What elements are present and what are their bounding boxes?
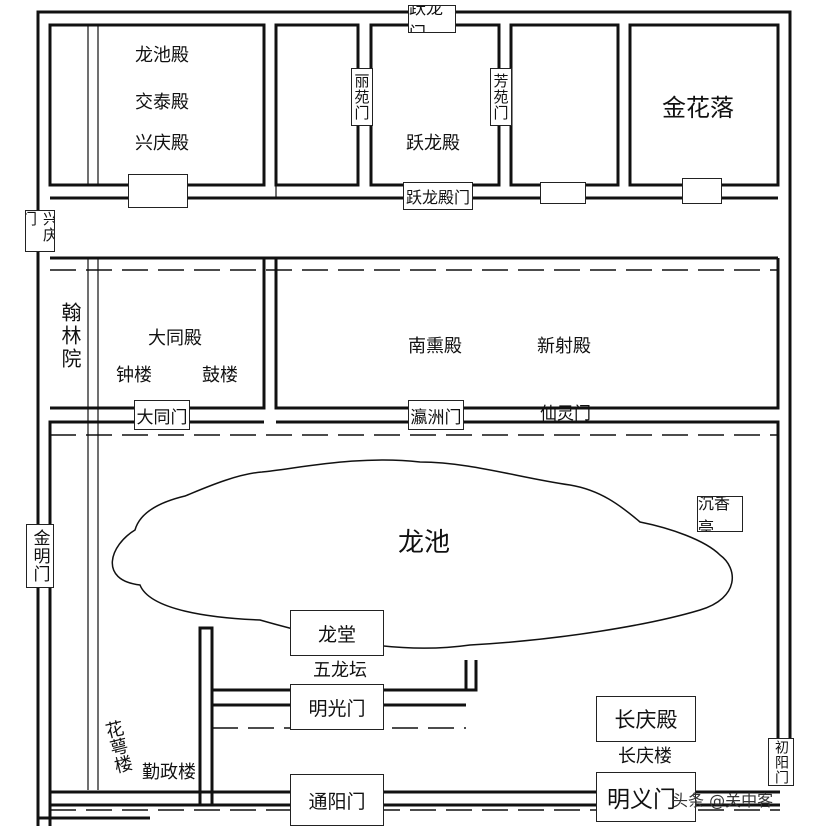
block-nanxun xyxy=(274,258,780,410)
hall-changqing: 长庆殿 xyxy=(596,696,696,742)
bell-tower: 钟楼 xyxy=(116,365,152,386)
inner-court-east xyxy=(464,660,478,692)
gate-jinming: 金明门 xyxy=(26,524,54,588)
gate-xianling: 仙灵门 xyxy=(540,404,591,424)
gate-north-west xyxy=(128,174,188,208)
gate-chuyang: 初阳门 xyxy=(768,738,794,786)
dragon-pond-label: 龙池 xyxy=(398,528,451,558)
hall-nanxun: 南熏殿 xyxy=(408,336,462,357)
gate-north-east xyxy=(540,182,586,204)
gate-mingguang: 明光门 xyxy=(290,684,384,730)
gate-tongyang: 通阳门 xyxy=(290,774,384,826)
inner-court-west xyxy=(198,626,214,805)
hall-jinhualuo: 金花落 xyxy=(662,94,734,122)
hall-xingqing: 兴庆殿 xyxy=(135,133,189,154)
hanlin-academy: 翰林院 xyxy=(58,302,82,371)
watermark: 头条 @关中客 xyxy=(672,791,774,810)
courtyard-yuelong xyxy=(369,23,501,187)
chenxiang-pavilion: 沉香亭 xyxy=(697,496,743,532)
gate-xingqing: 兴庆门 xyxy=(25,210,55,252)
gate-mingyi: 明义门 xyxy=(596,772,696,822)
dragon-hall: 龙堂 xyxy=(290,610,384,656)
hall-datong: 大同殿 xyxy=(148,328,202,349)
dragon-pond xyxy=(111,459,734,649)
gate-datong: 大同门 xyxy=(134,400,190,430)
gate-yingzhou: 瀛洲门 xyxy=(408,400,464,430)
gate-liyuan: 丽苑门 xyxy=(351,68,373,126)
qinzheng-tower: 勤政楼 xyxy=(142,762,196,783)
hall-yuelong: 跃龙殿 xyxy=(406,133,460,154)
gate-fangyuan: 芳苑门 xyxy=(490,68,512,126)
courtyard-west-mid xyxy=(274,23,360,187)
five-dragon-altar: 五龙坛 xyxy=(313,660,367,681)
hall-xinshe: 新射殿 xyxy=(537,336,591,357)
changqing-tower: 长庆楼 xyxy=(618,746,672,767)
gate-jinhua xyxy=(682,178,722,204)
hall-longchi: 龙池殿 xyxy=(135,45,189,66)
hall-jiaotai: 交泰殿 xyxy=(135,92,189,113)
gate-yuelong-hall: 跃龙殿门 xyxy=(403,182,473,210)
south-wall xyxy=(48,420,264,826)
courtyard-east-mid xyxy=(509,23,620,187)
drum-tower: 鼓楼 xyxy=(202,365,238,386)
gate-yuelong: 跃龙门 xyxy=(408,5,456,33)
